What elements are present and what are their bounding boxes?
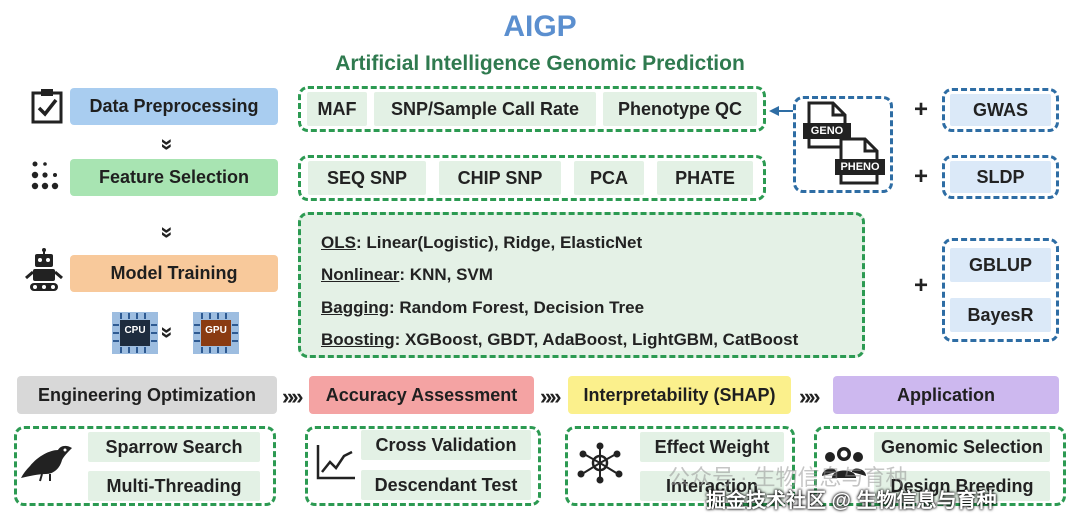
sldp-item: SLDP [950,161,1051,193]
model-list: : Linear(Logistic), Ridge, ElasticNet [355,233,643,252]
double-chevron-icon: »» [540,384,562,409]
data-preprocessing-step: Data Preprocessing [70,88,278,125]
pheno-label: PHENO [840,161,880,173]
accuracy-assessment-step: Accuracy Assessment [309,376,534,414]
feature-item: PHATE [657,161,753,195]
model-line-ols: OLS: Linear(Logistic), Ridge, ElasticNet [321,233,642,253]
line-chart-icon [316,444,356,480]
chevron-down-icon: » [155,326,181,335]
plus-sign: + [914,272,929,299]
model-category: Nonlinear [321,265,400,284]
gblup-item: GBLUP [950,248,1051,282]
interpretability-item: Interaction [640,471,784,501]
model-line-nonlinear: Nonlinear: KNN, SVM [321,265,493,285]
model-line-bagging: Bagging: Random Forest, Decision Tree [321,298,644,318]
pheno-file-icon: PHENO [835,137,887,185]
application-item: Genomic Selection [874,432,1050,462]
chevron-down-icon: » [155,138,181,147]
dots-grid-icon [30,160,60,190]
model-category: Bagging [321,298,389,317]
preprocessing-item: Phenotype QC [603,92,757,126]
sparrow-bird-icon [20,440,74,482]
application-step: Application [833,376,1059,414]
engineering-item: Sparrow Search [88,432,260,462]
model-list: : KNN, SVM [399,265,493,284]
gwas-item: GWAS [950,94,1051,126]
double-chevron-icon: »» [799,384,821,409]
chevron-down-icon: » [155,226,181,235]
clipboard-icon [30,88,64,124]
double-chevron-icon: »» [282,384,304,409]
juejin-watermark: 掘金技术社区 @ 生物信息与育种 [706,490,997,512]
chevron-label: » [155,226,181,236]
accuracy-item: Descendant Test [361,470,531,500]
preprocessing-item: MAF [307,92,367,126]
model-list: : Random Forest, Decision Tree [389,298,645,317]
engineering-item: Multi-Threading [88,471,260,501]
chevron-label: » [155,138,181,148]
engineering-optimization-step: Engineering Optimization [17,376,277,414]
model-category: OLS [321,233,356,252]
accuracy-item: Cross Validation [361,430,531,460]
geno-label: GENO [810,125,844,137]
arrow-left-icon [769,104,795,116]
diagram-subtitle: Artificial Intelligence Genomic Predicti… [335,52,745,75]
group-people-icon [822,444,866,480]
chevron-label: » [155,326,181,336]
feature-item: PCA [574,161,644,195]
model-list: : XGBoost, GBDT, AdaBoost, LightGBM, Cat… [394,330,799,349]
cpu-label: CPU [124,325,146,336]
feature-selection-step: Feature Selection [70,159,278,196]
model-line-boosting: Boosting: XGBoost, GBDT, AdaBoost, Light… [321,330,798,350]
network-nodes-icon [576,442,624,484]
plus-sign: + [914,163,929,190]
application-item: Design Breeding [874,471,1050,501]
preprocessing-item: SNP/Sample Call Rate [374,92,596,126]
cpu-chip-icon: CPU [111,311,159,355]
interpretability-step: Interpretability (SHAP) [568,376,791,414]
feature-item: CHIP SNP [439,161,561,195]
bayesr-item: BayesR [950,298,1051,332]
geno-file-icon: GENO [803,101,853,149]
plus-sign: + [914,96,929,123]
robot-icon [24,248,64,292]
feature-item: SEQ SNP [308,161,426,195]
model-training-step: Model Training [70,255,278,292]
models-group: OLS: Linear(Logistic), Ridge, ElasticNet… [298,212,865,358]
interpretability-item: Effect Weight [640,432,784,462]
model-category: Boosting [321,330,395,349]
diagram-title: AIGP [503,10,577,43]
gpu-chip-icon: GPU [192,311,240,355]
wechat-watermark: 公众号 · 生物信息与育种 [668,465,908,490]
gpu-label: GPU [205,325,227,336]
